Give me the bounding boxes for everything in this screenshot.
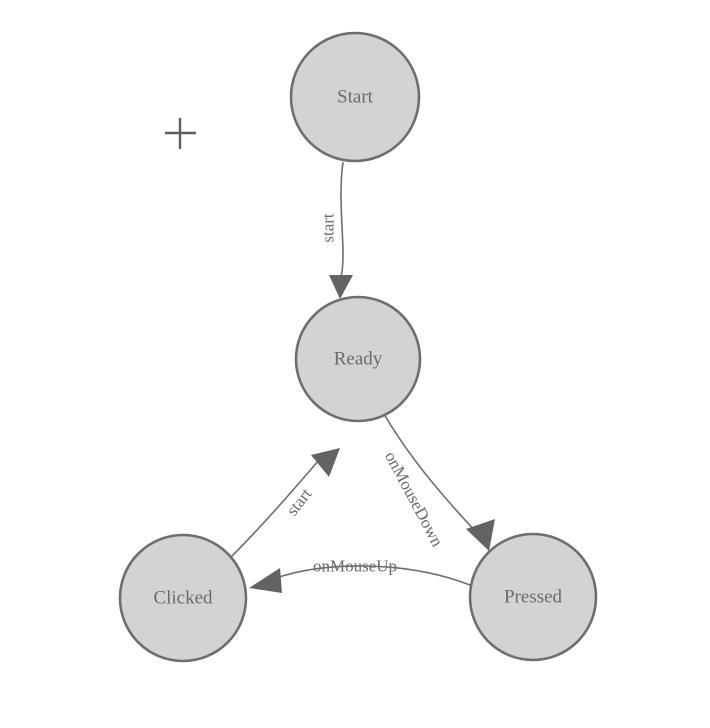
edge-label-ready-to-pressed: onMouseDown bbox=[381, 448, 447, 550]
edge-pressed-to-clicked-path bbox=[275, 565, 471, 586]
node-start-label: Start bbox=[337, 87, 374, 108]
edge-start-to-ready[interactable]: start bbox=[319, 161, 354, 299]
edge-start-to-ready-arrowhead bbox=[329, 275, 353, 299]
node-clicked-label: Clicked bbox=[153, 588, 213, 609]
edge-ready-to-pressed[interactable]: onMouseDown bbox=[381, 413, 495, 551]
edge-clicked-to-ready-path bbox=[230, 451, 327, 558]
edge-start-to-ready-path bbox=[340, 161, 344, 278]
edge-label-start-to-ready: start bbox=[319, 213, 338, 243]
edge-pressed-to-clicked-arrowhead bbox=[249, 568, 282, 593]
edge-clicked-to-ready-arrowhead bbox=[311, 448, 340, 477]
edge-label-clicked-to-ready: start bbox=[283, 484, 316, 519]
node-pressed-circle bbox=[468, 532, 598, 662]
crosshair-marker[interactable] bbox=[165, 118, 196, 149]
edge-pressed-to-clicked[interactable]: onMouseUp bbox=[249, 557, 471, 594]
edge-label-pressed-to-clicked: onMouseUp bbox=[313, 557, 397, 576]
edge-ready-to-pressed-arrowhead bbox=[466, 519, 495, 551]
node-ready[interactable]: Ready bbox=[294, 295, 422, 423]
node-ready-label: Ready bbox=[334, 349, 383, 370]
node-start-circle bbox=[289, 31, 421, 163]
node-clicked[interactable]: Clicked bbox=[118, 533, 248, 663]
node-pressed-label: Pressed bbox=[504, 587, 563, 608]
node-pressed[interactable]: Pressed bbox=[468, 532, 598, 662]
node-ready-circle bbox=[294, 295, 422, 423]
node-clicked-circle bbox=[118, 533, 248, 663]
node-start[interactable]: Start bbox=[289, 31, 421, 163]
edge-clicked-to-ready[interactable]: start bbox=[230, 448, 340, 558]
